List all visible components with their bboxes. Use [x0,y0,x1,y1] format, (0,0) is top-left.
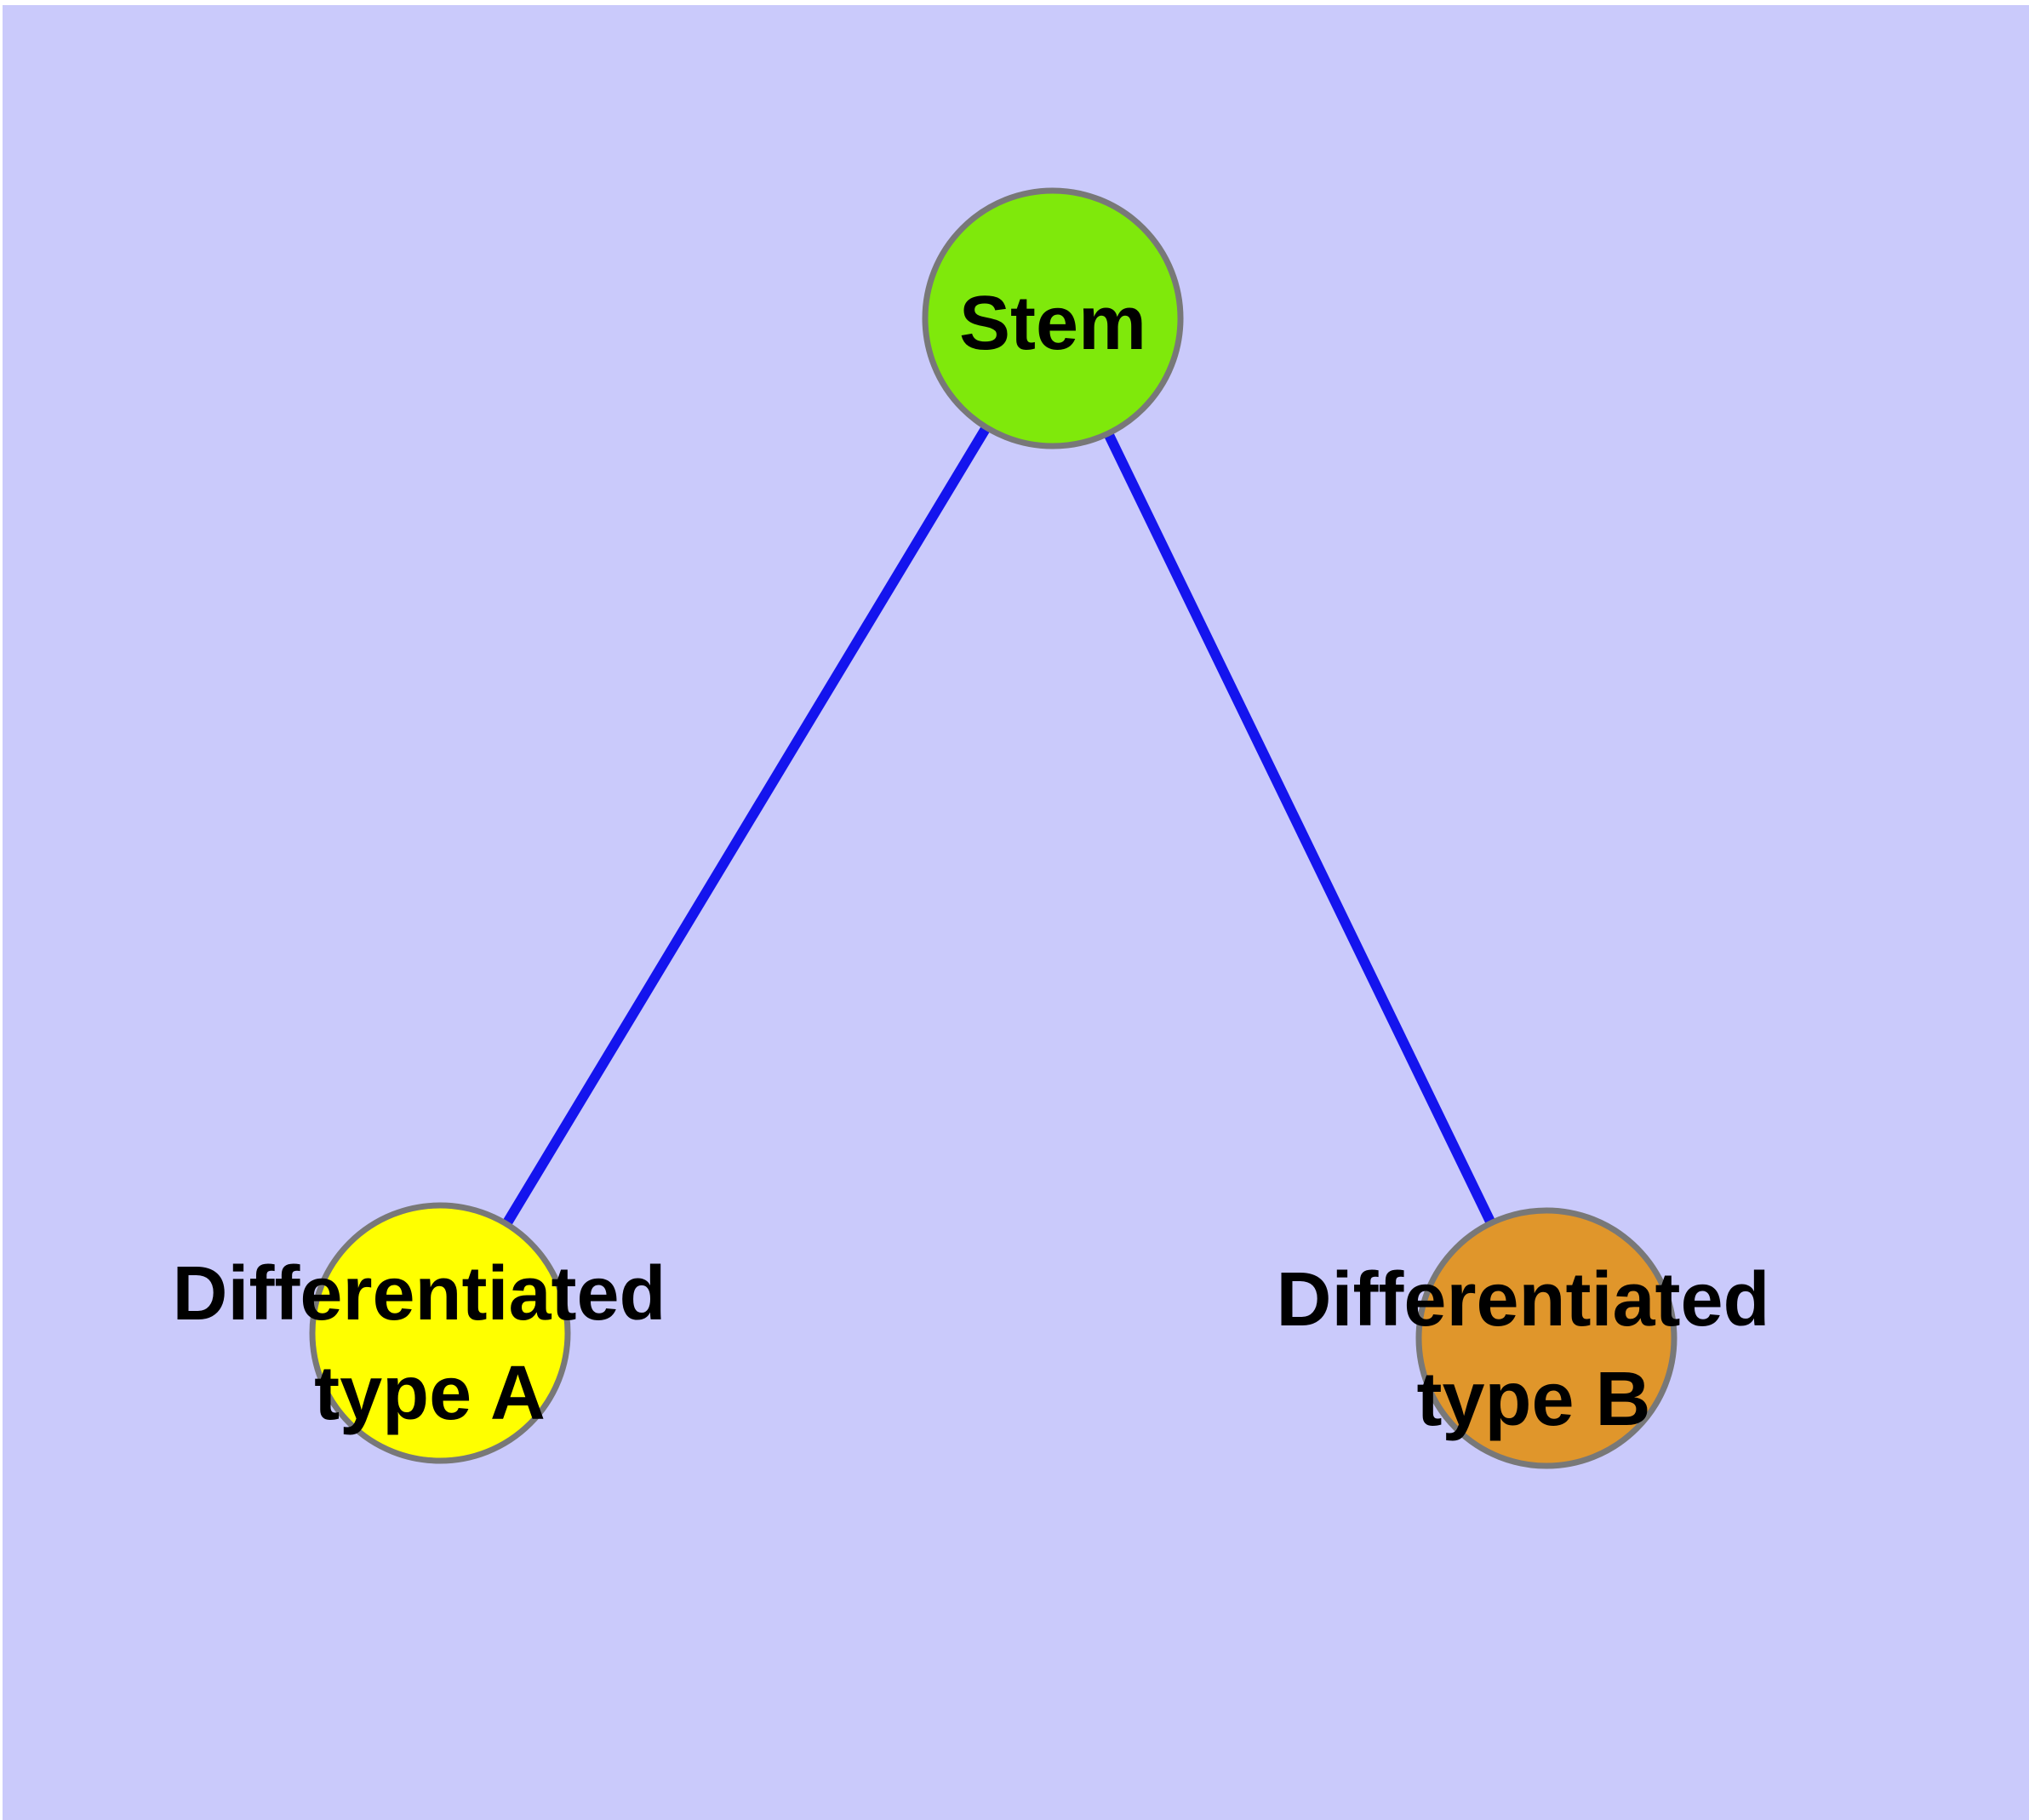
node-differentiated-type-b-circle [1415,1207,1677,1469]
node-differentiated-type-a-label-line-1: Differentiated [172,1251,666,1336]
node-stem-label-line-1: Stem [959,281,1146,366]
node-differentiated-type-b-label-line-2: type B [1416,1357,1650,1442]
node-differentiated-type-a-label: Differentiated type A [172,1251,687,1436]
node-differentiated-type-a-circle [309,1202,571,1464]
edge-stem-to-type-a [501,424,992,1228]
node-stem-circle [922,187,1184,449]
edge-stem-to-type-b [1103,431,1496,1226]
node-differentiated-type-b-label: Differentiated type B [1276,1257,1791,1442]
node-differentiated-type-a-label-line-2: type A [314,1351,546,1436]
node-stem: Stem [922,187,1184,449]
node-stem-label: Stem [959,281,1146,366]
node-differentiated-type-a: Differentiated type A [172,1202,687,1464]
node-differentiated-type-b-label-line-1: Differentiated [1276,1257,1769,1342]
node-differentiated-type-b: Differentiated type B [1276,1207,1791,1469]
